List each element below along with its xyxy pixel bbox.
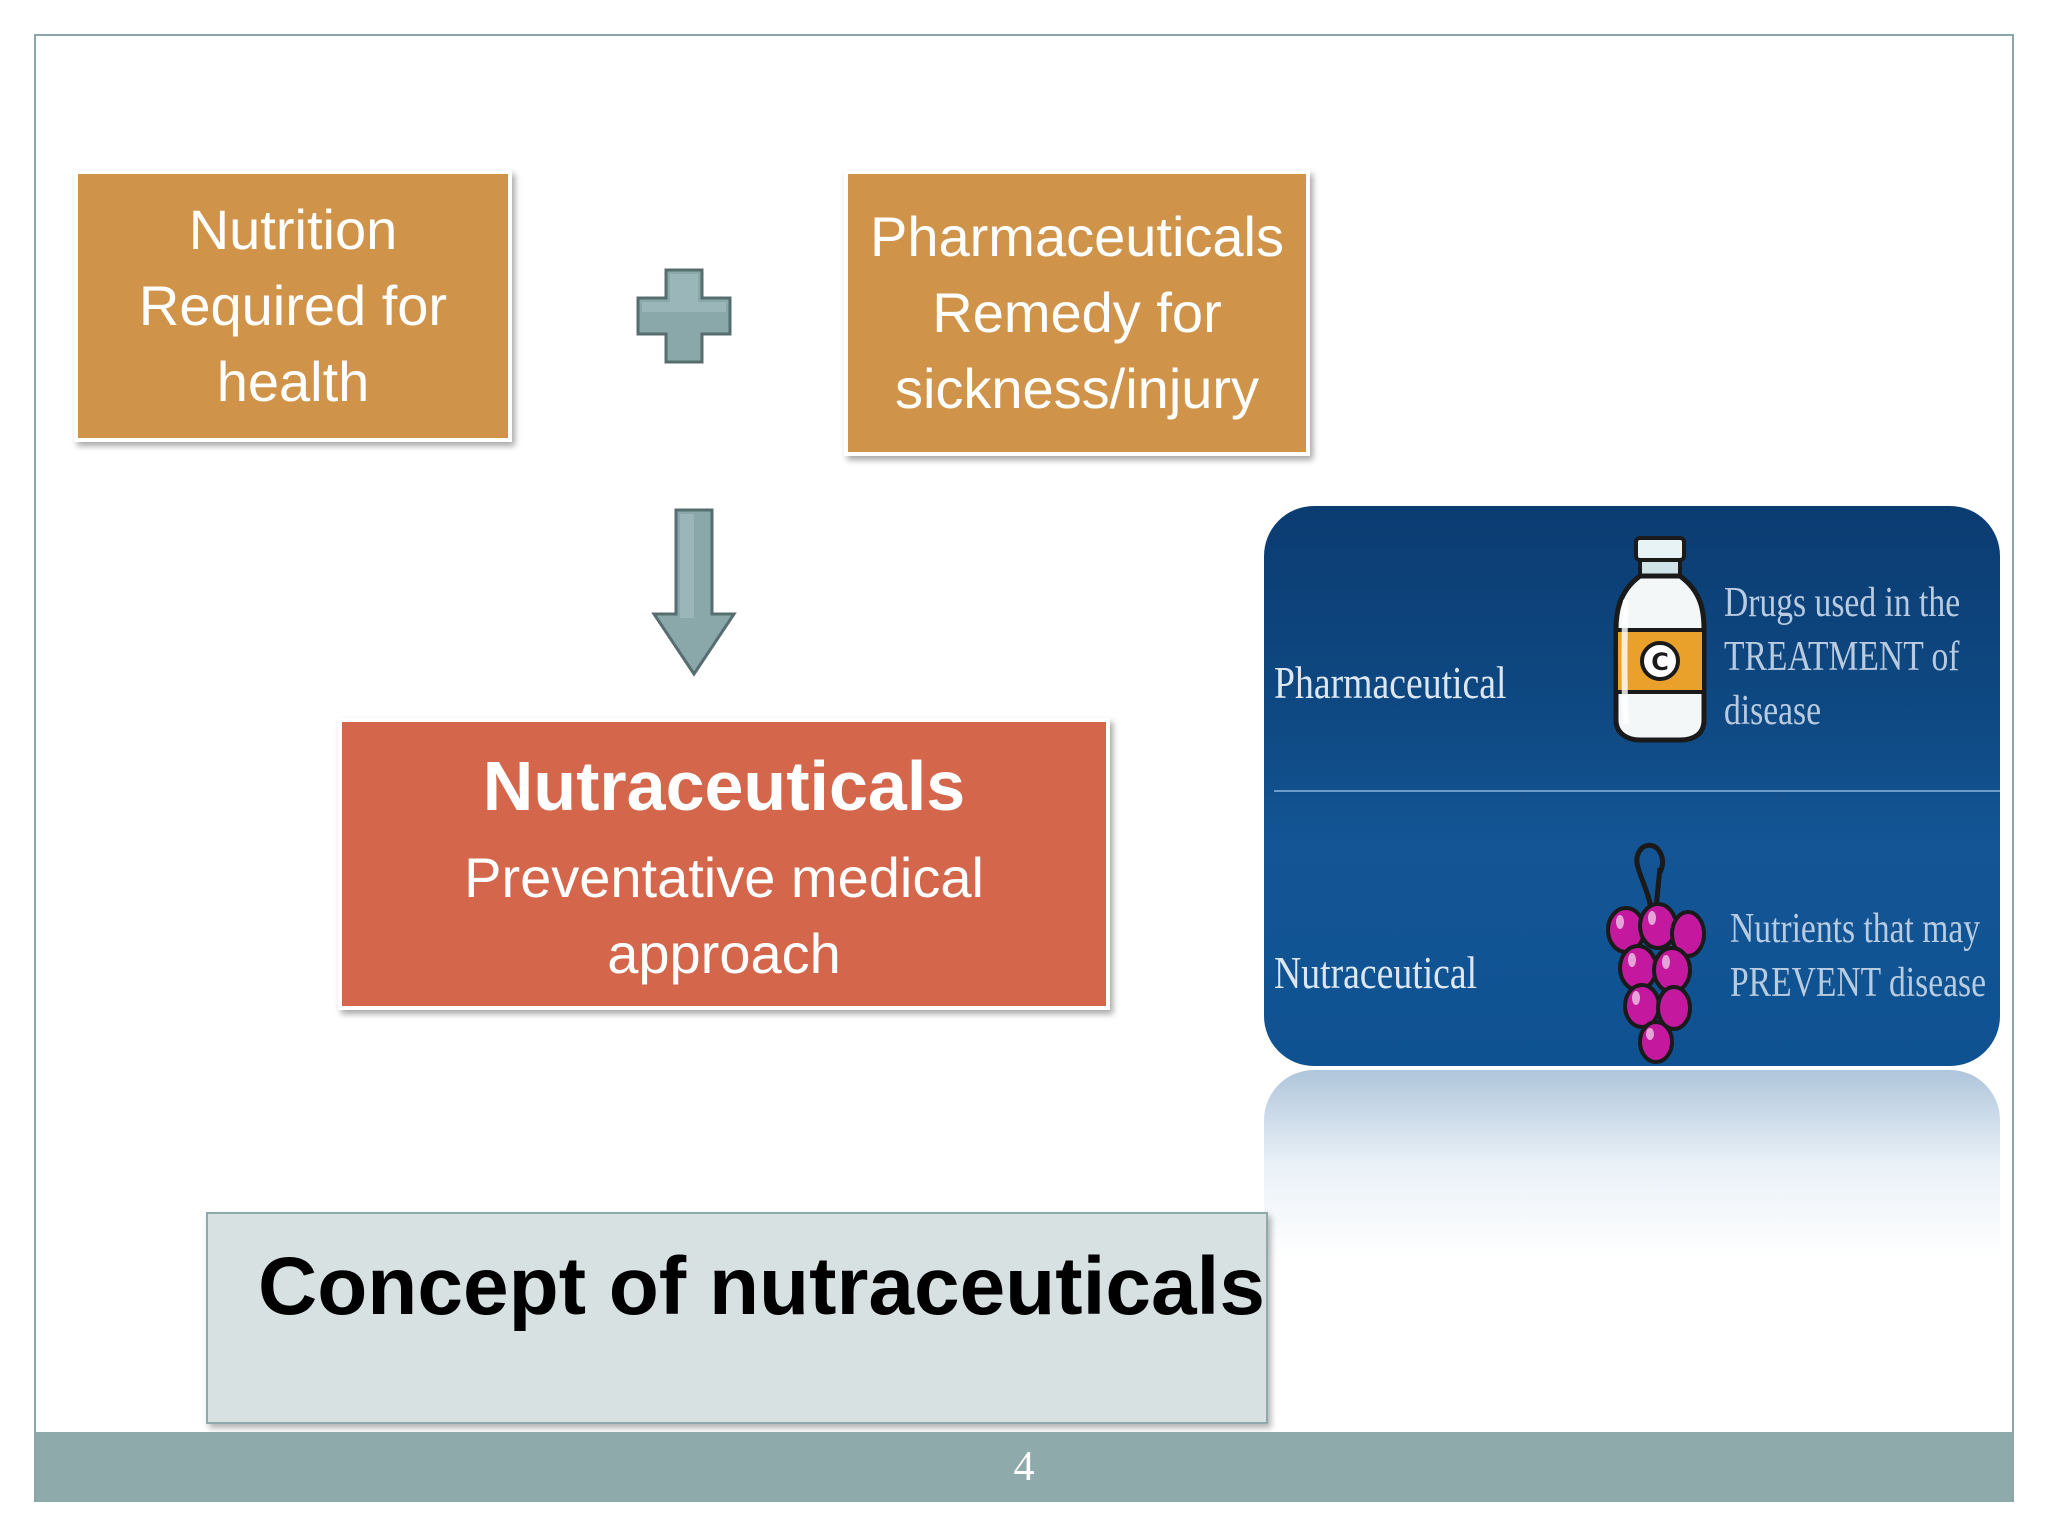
figure-desc-pharmaceutical-line-1: Drugs used in the [1724, 580, 1961, 626]
figure-reflection [1264, 1070, 2000, 1260]
nutraceuticals-line-1: Preventative medical [464, 846, 984, 909]
medicine-bottle-icon: C [1613, 536, 1707, 743]
nutrition-line-3: health [216, 350, 370, 413]
plus-icon [636, 268, 732, 364]
footer-bar: 4 [36, 1432, 2012, 1502]
title-box: Concept of nutraceuticals [206, 1212, 1268, 1424]
nutrition-box: Nutrition Required for health [74, 170, 512, 442]
nutraceuticals-box: Nutraceuticals Preventative medical appr… [338, 718, 1110, 1010]
figure-desc-pharmaceutical-line-3: disease [1724, 688, 1822, 734]
slide: Nutrition Required for health Pharmaceut… [34, 34, 2014, 1502]
figure-desc-nutraceutical: Nutrients that may PREVENT disease [1730, 902, 1986, 1010]
down-arrow-icon [651, 508, 737, 677]
grapes-icon [1606, 843, 1706, 1064]
nutrition-line-1: Nutrition [188, 198, 398, 261]
pharmaceuticals-box: Pharmaceuticals Remedy for sickness/inju… [844, 170, 1310, 456]
nutrition-line-2: Required for [138, 274, 448, 337]
pharmaceuticals-line-2: Remedy for [932, 281, 1222, 344]
page-number: 4 [1013, 1444, 1035, 1490]
figure-label-pharmaceutical: Pharmaceutical [1274, 657, 1507, 708]
figure-desc-pharmaceutical: Drugs used in the TREATMENT of disease [1724, 576, 1960, 738]
figure-label-nutraceutical: Nutraceutical [1274, 947, 1478, 998]
figure-divider [1274, 790, 2000, 792]
pharmaceuticals-line-3: sickness/injury [894, 357, 1260, 420]
slide-title: Concept of nutraceuticals [258, 1241, 1265, 1332]
pharmaceuticals-line-1: Pharmaceuticals [870, 205, 1284, 268]
comparison-figure: Pharmaceutical C Drugs used in the TREAT… [1264, 506, 2000, 1066]
figure-desc-pharmaceutical-line-2: TREATMENT of [1724, 634, 1960, 680]
svg-text:C: C [1651, 648, 1669, 676]
nutraceuticals-line-2: approach [607, 922, 841, 985]
nutraceuticals-heading: Nutraceuticals [482, 747, 966, 825]
figure-desc-nutraceutical-line-1: Nutrients that may [1730, 906, 1981, 952]
figure-desc-nutraceutical-line-2: PREVENT disease [1730, 960, 1987, 1006]
